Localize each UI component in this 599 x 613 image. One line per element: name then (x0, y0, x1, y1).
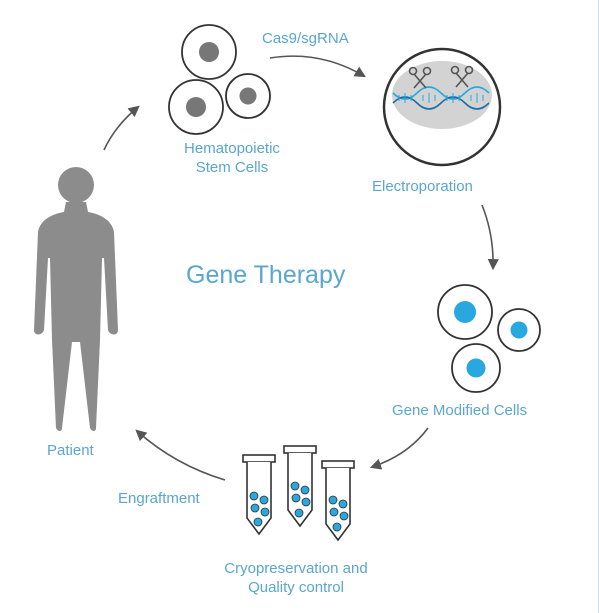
arrow-electroporation-to-modified (481, 204, 499, 271)
electroporation-label: Electroporation (372, 178, 473, 195)
arrow-engraftment (135, 429, 226, 481)
engraftment-label: Engraftment (118, 490, 200, 507)
dna-icon (392, 86, 490, 110)
scissors-icon (408, 66, 432, 89)
human-silhouette-icon (34, 167, 118, 431)
test-tube-icon (242, 454, 276, 536)
scissors-icon (450, 65, 474, 88)
stem-cell-icon (168, 24, 271, 135)
hsc-label: Hematopoietic Stem Cells (162, 139, 302, 177)
diagram-title: Gene Therapy (186, 261, 346, 289)
modified-cell-icon (437, 284, 541, 393)
arrow-cas9 (269, 55, 366, 78)
patient-label: Patient (47, 442, 94, 459)
cryo-label-line2: Quality control (248, 579, 344, 596)
cryo-label-line1: Cryopreservation and (224, 560, 368, 577)
arrow-modified-to-cryo (369, 427, 429, 470)
test-tube-icon (283, 445, 317, 528)
hsc-label-line2: Stem Cells (195, 159, 269, 176)
cas9-label: Cas9/sgRNA (262, 30, 349, 47)
hsc-label-line1: Hematopoietic (184, 140, 280, 157)
electroporation-cell-icon (382, 47, 502, 167)
modified-cells-label: Gene Modified Cells (392, 402, 528, 419)
test-tube-icon (321, 460, 355, 542)
cryo-label: Cryopreservation and Quality control (196, 559, 396, 597)
arrow-patient-to-hsc (103, 105, 140, 151)
